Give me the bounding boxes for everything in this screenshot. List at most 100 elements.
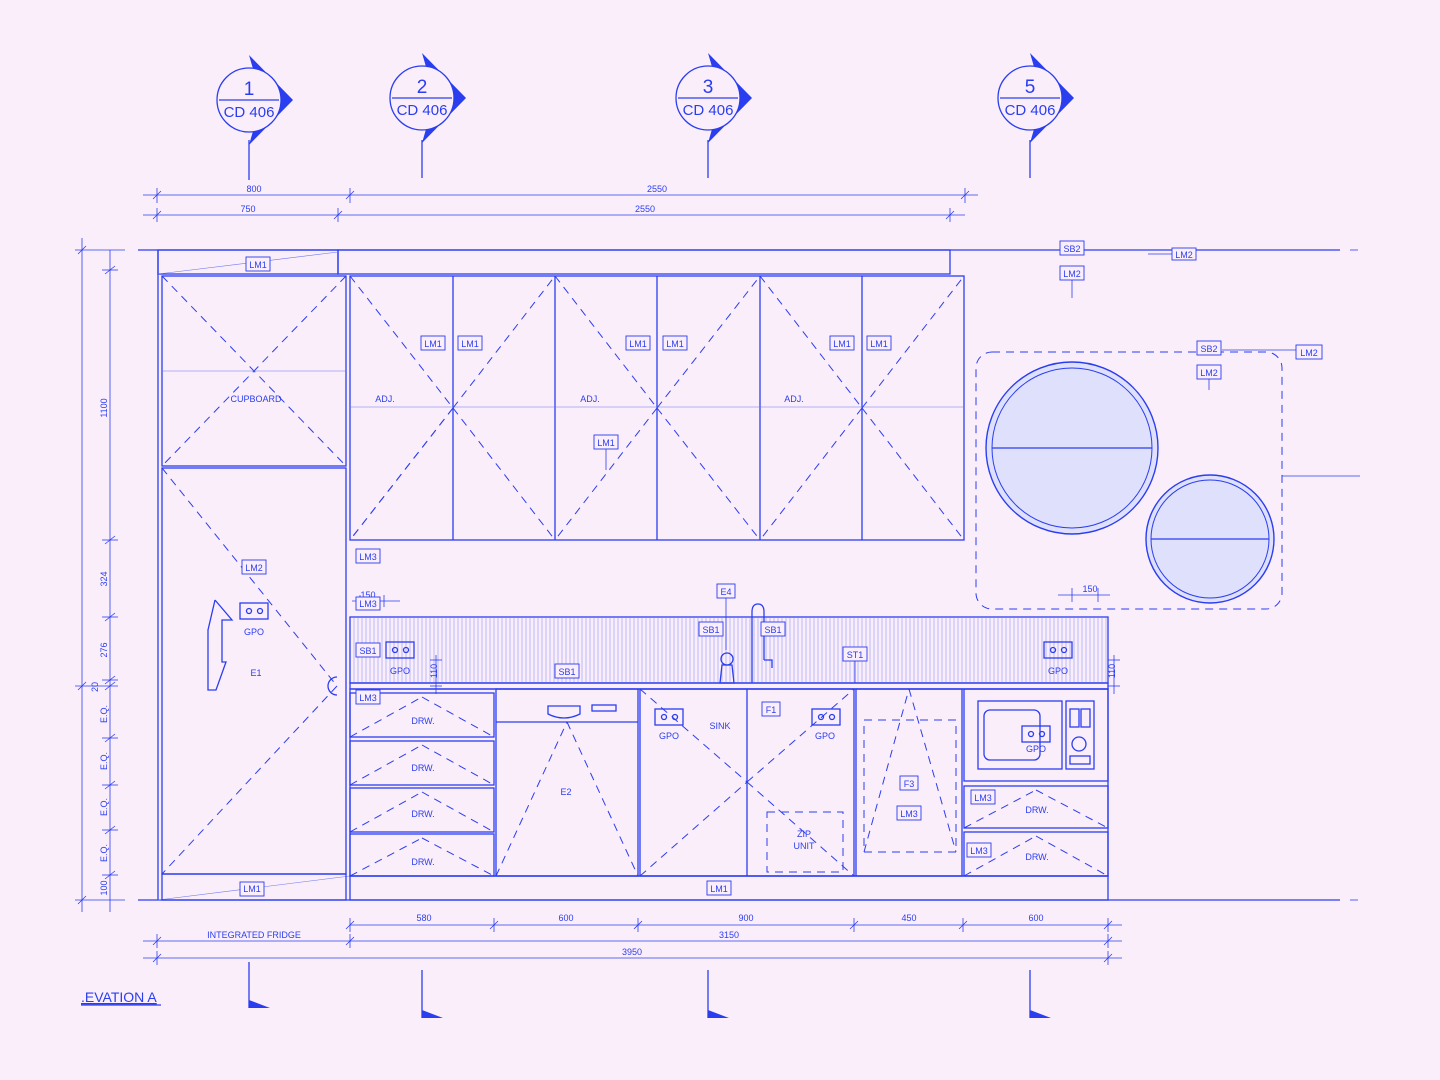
tag-lm1: LM1 [461, 339, 479, 349]
e2-label: E2 [560, 787, 571, 797]
gpo-splash-left: GPO [390, 666, 410, 676]
drw-label-5: DRW. [1025, 805, 1048, 815]
section-marker-2[interactable]: 2 CD 406 [389, 53, 466, 178]
e1-label: E1 [250, 668, 261, 678]
tag-f1: F1 [766, 705, 777, 715]
dim-eq-1: E.Q. [99, 705, 109, 723]
tag-lm3: LM3 [359, 693, 377, 703]
tag-sb2: SB2 [1200, 344, 1217, 354]
dim-110-left: 110 [429, 664, 439, 678]
tag-lm1: LM1 [629, 339, 647, 349]
dim-110-right: 110 [1107, 664, 1117, 678]
gpo-splash-right: GPO [1048, 666, 1068, 676]
marker-number: 2 [417, 77, 428, 98]
tag-lm2: LM2 [245, 563, 263, 573]
dim-eq-3: E.Q. [99, 798, 109, 816]
dim-324: 324 [99, 571, 109, 586]
pendant-lights: 150 [975, 351, 1360, 610]
section-marker-3[interactable]: 3 CD 406 [675, 53, 752, 178]
dim-eq-2: E.Q. [99, 752, 109, 770]
dim-integrated-fridge: INTEGRATED FRIDGE [207, 930, 301, 940]
tag-lm1: LM1 [249, 260, 267, 270]
tag-lm2: LM2 [1063, 269, 1081, 279]
dim-100: 100 [99, 880, 109, 895]
dim-eq-4: E.Q. [99, 844, 109, 862]
tag-lm2: LM2 [1175, 250, 1193, 260]
dim-900: 900 [738, 913, 753, 923]
drw-label-3: DRW. [411, 809, 434, 819]
drw-label-1: DRW. [411, 716, 434, 726]
tag-lm3: LM3 [974, 793, 992, 803]
section-marker-5[interactable]: 5 CD 406 [997, 53, 1074, 178]
drawing-title: .EVATION A [81, 989, 157, 1005]
tag-lm1: LM1 [243, 884, 261, 894]
dim-150-splash: 150 [360, 590, 375, 600]
dim-750: 750 [240, 204, 255, 214]
tag-lm1: LM1 [597, 438, 615, 448]
dim-2550-upper: 2550 [647, 184, 667, 194]
tag-lm1: LM1 [710, 884, 728, 894]
dim-150-pendant: 150 [1082, 584, 1097, 594]
overhead-cabinets: ADJ. ADJ. ADJ. [349, 275, 965, 541]
gpo-microwave: GPO [1026, 744, 1046, 754]
splashback-gpos: GPO GPO [385, 641, 1073, 676]
drw-label-6: DRW. [1025, 852, 1048, 862]
tall-fridge-unit: CUPBOARD E1 GPO [161, 275, 347, 901]
gpo-sink-right: GPO [815, 731, 835, 741]
dim-2550-lower: 2550 [635, 204, 655, 214]
bottom-dimensions: 580 600 900 450 600 INTEGRATED FRIDGE 31… [143, 913, 1122, 965]
sink-label: SINK [709, 721, 730, 731]
tag-lm3: LM3 [359, 552, 377, 562]
tag-lm3: LM3 [900, 809, 918, 819]
marker-number: 5 [1025, 77, 1036, 98]
splash-dimensions: 110 110 150 [352, 590, 1120, 694]
adj-label-3: ADJ. [784, 394, 804, 404]
base-cabinets: DRW. DRW. DRW. DRW. E2 SINK ZIP UNIT GPO… [349, 688, 1109, 901]
tag-e4: E4 [720, 587, 731, 597]
tag-lm3: LM3 [970, 846, 988, 856]
adj-label-1: ADJ. [375, 394, 395, 404]
marker-ref: CD 406 [397, 102, 448, 119]
tag-sb2: SB2 [1063, 244, 1080, 254]
marker-ref: CD 406 [1005, 102, 1056, 119]
dim-600-b: 600 [1028, 913, 1043, 923]
dim-276: 276 [99, 642, 109, 657]
left-dimensions: 1100 324 276 20 E.Q. E.Q. E.Q. E.Q. 100 [75, 238, 125, 912]
gpo-sink-left: GPO [659, 731, 679, 741]
dim-1100: 1100 [99, 398, 109, 417]
tag-sb1: SB1 [359, 646, 376, 656]
tag-sb1: SB1 [558, 667, 575, 677]
tag-lm2: LM2 [1300, 348, 1318, 358]
marker-ref: CD 406 [683, 102, 734, 119]
tag-lm1: LM1 [424, 339, 442, 349]
zip-label-1: ZIP [797, 829, 811, 839]
dim-800: 800 [246, 184, 261, 194]
top-dimensions: 800 2550 750 2550 [143, 184, 978, 222]
tag-sb1: SB1 [764, 625, 781, 635]
dim-600-a: 600 [558, 913, 573, 923]
dim-450: 450 [901, 913, 916, 923]
tag-sb1: SB1 [702, 625, 719, 635]
bottom-section-flags [248, 962, 1051, 1018]
adj-label-2: ADJ. [580, 394, 600, 404]
marker-number: 3 [703, 77, 714, 98]
dim-3150: 3150 [719, 930, 739, 940]
tap [719, 603, 773, 684]
drw-label-4: DRW. [411, 857, 434, 867]
marker-number: 1 [244, 79, 255, 100]
material-tags: LM1 LM1 LM1 LM1 LM1 LM1 LM1 LM1 LM1 LM1 … [239, 240, 1323, 897]
dim-20: 20 [90, 682, 100, 692]
tag-lm1: LM1 [666, 339, 684, 349]
tag-lm3: LM3 [359, 599, 377, 609]
tag-st1: ST1 [847, 650, 864, 660]
cupboard-label: CUPBOARD [230, 394, 282, 404]
gpo-fridge: GPO [244, 627, 264, 637]
tag-f3: F3 [904, 779, 915, 789]
dim-3950: 3950 [622, 947, 642, 957]
tag-lm1: LM1 [870, 339, 888, 349]
tag-lm1: LM1 [833, 339, 851, 349]
dim-580: 580 [416, 913, 431, 923]
tag-lm2: LM2 [1200, 368, 1218, 378]
section-marker-1[interactable]: 1 CD 406 [216, 55, 293, 180]
